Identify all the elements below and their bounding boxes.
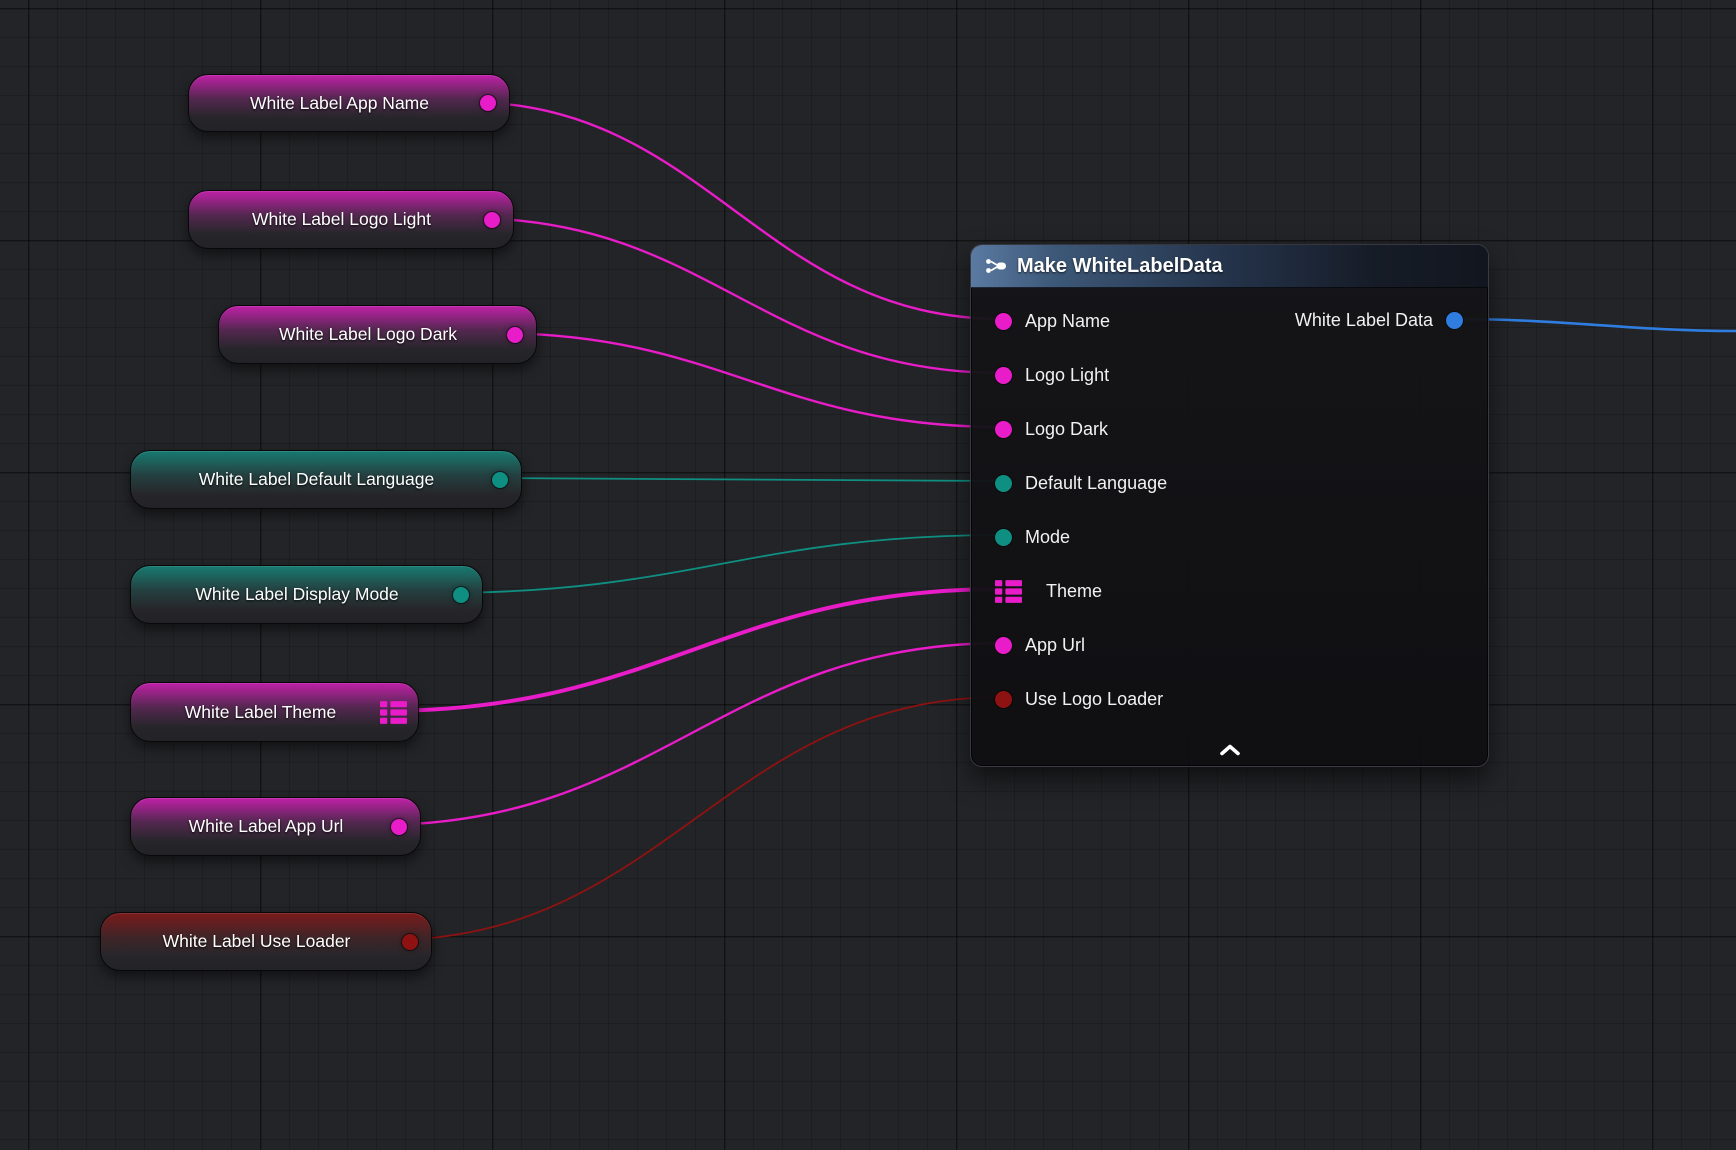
- wire-use-logo-loader[interactable]: [387, 696, 1004, 941]
- pin-row-theme: Theme: [971, 564, 1488, 618]
- getter-node-white-label-logo-light[interactable]: White Label Logo Light: [188, 190, 514, 249]
- getter-label: White Label Display Mode: [195, 584, 399, 604]
- pin-row-mode: Mode: [971, 510, 1488, 564]
- white-label-logo-light-output-pin[interactable]: [484, 211, 500, 228]
- pin-row-logo-light: Logo Light: [971, 348, 1488, 402]
- pin-row-app-url: App Url: [971, 618, 1488, 672]
- getter-label: White Label Use Loader: [162, 931, 351, 951]
- wire-theme[interactable]: [380, 587, 1005, 713]
- node-header[interactable]: Make WhiteLabelData: [971, 245, 1488, 288]
- white-label-app-name-output-pin[interactable]: [480, 95, 496, 111]
- app-name-pin[interactable]: [995, 312, 1012, 330]
- chevron-up-icon: [1219, 744, 1240, 756]
- logo-dark-pin[interactable]: [995, 420, 1012, 438]
- getter-node-white-label-logo-dark[interactable]: White Label Logo Dark: [218, 305, 537, 364]
- getter-label: White Label Default Language: [198, 469, 435, 489]
- wire-app-url[interactable]: [375, 641, 1005, 827]
- getter-node-white-label-app-url[interactable]: White Label App Url: [130, 797, 421, 856]
- input-pin-label: Use Logo Loader: [1025, 688, 1164, 709]
- pin-row-use-logo-loader: Use Logo Loader: [971, 672, 1488, 726]
- white-label-default-language-output-pin[interactable]: [492, 471, 508, 488]
- pin-row-default-language: Default Language: [971, 456, 1488, 510]
- wire-white-label-data[interactable]: [1450, 317, 1736, 333]
- input-pin-label: Theme: [1046, 580, 1103, 601]
- input-pin-label: Logo Light: [1025, 364, 1110, 385]
- getter-node-white-label-app-name[interactable]: White Label App Name: [188, 74, 510, 132]
- input-pin-label: Logo Dark: [1025, 418, 1109, 439]
- logo-light-pin[interactable]: [995, 366, 1012, 384]
- pin-row-white-label-data: White Label Data: [1295, 293, 1463, 347]
- use-logo-loader-pin[interactable]: [995, 690, 1012, 708]
- output-pin-label: White Label Data: [1294, 309, 1433, 330]
- getter-label: White Label App Name: [250, 92, 429, 113]
- collapse-node-button[interactable]: [1212, 739, 1248, 761]
- getter-label: White Label Logo Dark: [278, 324, 458, 344]
- input-pin-label: Mode: [1025, 526, 1071, 547]
- wire-logo-light[interactable]: [466, 216, 1005, 375]
- wire-app-name[interactable]: [464, 100, 1005, 321]
- make-struct-icon: [986, 259, 1006, 273]
- white-label-theme-struct-pin[interactable]: [380, 700, 407, 724]
- input-pin-label: App Name: [1025, 310, 1111, 331]
- app-url-pin[interactable]: [995, 636, 1012, 654]
- mode-pin[interactable]: [995, 528, 1012, 546]
- pin-row-logo-dark: Logo Dark: [971, 402, 1488, 456]
- getter-label: White Label Theme: [184, 701, 337, 722]
- getter-label: White Label App Url: [188, 816, 344, 836]
- wire-default-language[interactable]: [479, 477, 1004, 482]
- getter-node-white-label-display-mode[interactable]: White Label Display Mode: [130, 565, 483, 624]
- getter-label: White Label Logo Light: [251, 209, 432, 229]
- getter-node-white-label-use-loader[interactable]: White Label Use Loader: [100, 912, 432, 971]
- default-language-pin[interactable]: [995, 474, 1012, 492]
- white-label-app-url-output-pin[interactable]: [391, 818, 407, 835]
- theme-pin[interactable]: [995, 579, 1022, 603]
- white-label-display-mode-output-pin[interactable]: [453, 586, 469, 603]
- input-pin-label: Default Language: [1025, 472, 1168, 493]
- white-label-data-pin[interactable]: [1446, 311, 1463, 329]
- white-label-logo-dark-output-pin[interactable]: [507, 326, 523, 343]
- node-title: Make WhiteLabelData: [1017, 254, 1223, 277]
- pin-row-app-name: App Name: [971, 294, 1488, 348]
- input-pin-label: App Url: [1025, 634, 1086, 655]
- getter-node-white-label-default-language[interactable]: White Label Default Language: [130, 450, 522, 509]
- wire-mode[interactable]: [437, 534, 1004, 594]
- getter-node-white-label-theme[interactable]: White Label Theme: [130, 682, 419, 742]
- white-label-use-loader-output-pin[interactable]: [402, 933, 418, 950]
- wire-logo-dark[interactable]: [490, 331, 1005, 429]
